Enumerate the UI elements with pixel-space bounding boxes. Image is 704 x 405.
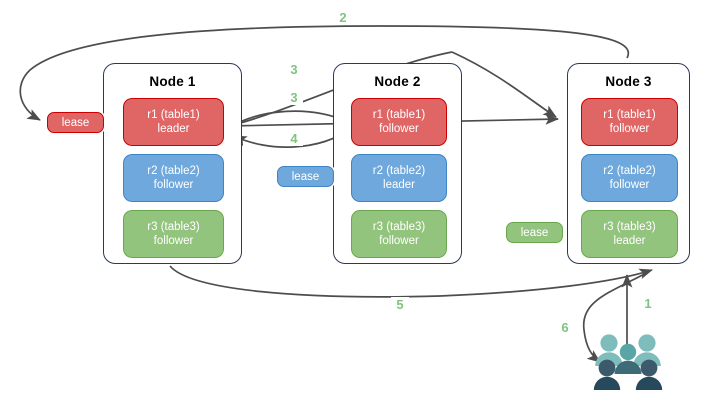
replica-role: follower xyxy=(153,179,194,191)
node-1-replica-r3[interactable]: r3 (table3) follower xyxy=(123,210,224,258)
replica-name: r3 (table3) xyxy=(372,221,426,233)
node-2-replica-r2[interactable]: r2 (table2) leader xyxy=(351,154,447,202)
node-3-replica-r1[interactable]: r1 (table1) follower xyxy=(581,98,678,146)
lease-label: lease xyxy=(520,226,549,239)
step-label-4: 4 xyxy=(285,131,303,146)
lease-badge-table2[interactable]: lease xyxy=(277,166,334,187)
node-3-replica-r3[interactable]: r3 (table3) leader xyxy=(581,210,678,258)
replica-role: leader xyxy=(613,235,646,247)
replica-role: follower xyxy=(379,123,419,135)
replica-role: follower xyxy=(153,235,194,247)
replica-role: follower xyxy=(609,179,650,191)
node-3-title: Node 3 xyxy=(605,74,652,89)
node-2-replica-r3[interactable]: r3 (table3) follower xyxy=(351,210,447,258)
node-1-title: Node 1 xyxy=(149,74,196,89)
node-2-replica-r1[interactable]: r1 (table1) follower xyxy=(351,98,447,146)
lease-badge-table3[interactable]: lease xyxy=(506,222,563,243)
step-label-2: 2 xyxy=(334,10,352,25)
node-2-container[interactable]: Node 2 r1 (table1) follower r2 (table2) … xyxy=(333,63,462,264)
arrow-step-2 xyxy=(19,25,630,121)
replica-name: r3 (table3) xyxy=(147,221,200,233)
lease-label: lease xyxy=(61,116,90,129)
node-1-replica-r2[interactable]: r2 (table2) follower xyxy=(123,154,224,202)
step-label-3-lower: 3 xyxy=(285,90,303,105)
replica-name: r1 (table1) xyxy=(147,109,200,121)
replica-name: r1 (table1) xyxy=(603,109,656,121)
step-label-1: 1 xyxy=(639,296,657,311)
step-label-6: 6 xyxy=(556,320,574,335)
step-label-5: 5 xyxy=(391,297,409,312)
arrow-step-5 xyxy=(169,265,653,298)
replica-role: follower xyxy=(379,235,419,247)
node-3-container[interactable]: Node 3 r1 (table1) follower r2 (table2) … xyxy=(567,63,690,264)
replica-role: leader xyxy=(157,123,190,135)
step-label-3-upper: 3 xyxy=(285,62,303,77)
replica-name: r2 (table2) xyxy=(372,165,426,177)
node-2-title: Node 2 xyxy=(374,74,421,89)
replica-role: leader xyxy=(383,179,415,191)
arrow-step-6 xyxy=(582,271,649,363)
node-1-replica-r1[interactable]: r1 (table1) leader xyxy=(123,98,224,146)
node-3-replica-r2[interactable]: r2 (table2) follower xyxy=(581,154,678,202)
lease-label: lease xyxy=(291,170,320,183)
node-1-container[interactable]: Node 1 r1 (table1) leader r2 (table2) fo… xyxy=(103,63,242,264)
arrow-step-3-diagonal-cont xyxy=(451,51,557,118)
replica-name: r2 (table2) xyxy=(603,165,656,177)
users-icon xyxy=(592,333,664,391)
replica-name: r3 (table3) xyxy=(603,221,656,233)
replica-name: r1 (table1) xyxy=(372,109,426,121)
replica-role: follower xyxy=(609,123,650,135)
lease-badge-table1[interactable]: lease xyxy=(47,112,104,133)
replica-name: r2 (table2) xyxy=(147,165,200,177)
